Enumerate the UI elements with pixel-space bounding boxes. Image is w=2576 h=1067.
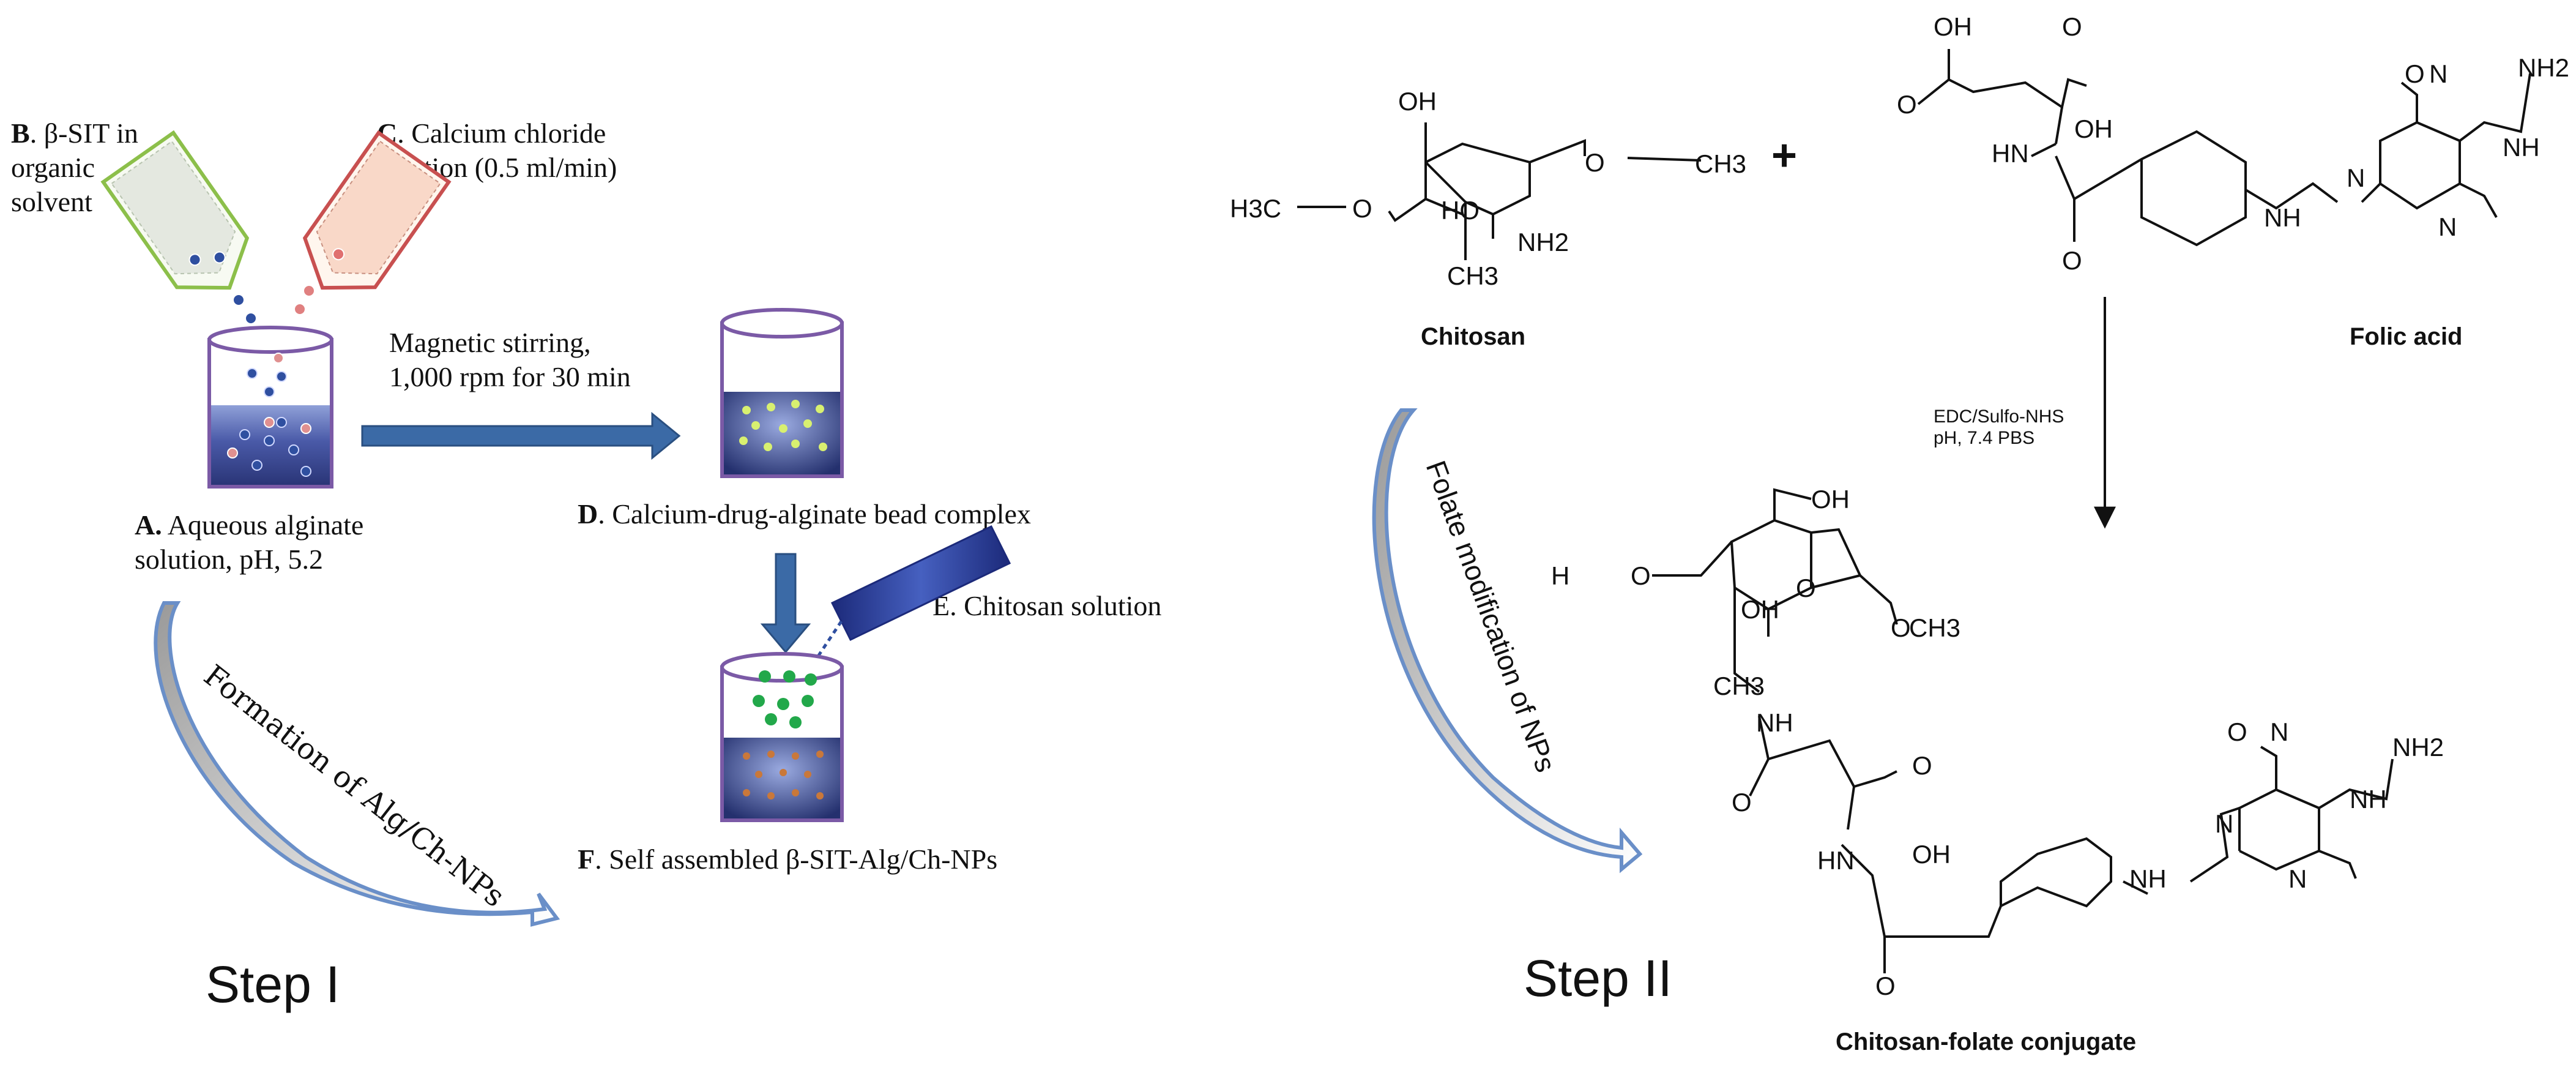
conjugate-atoms: OH H O O O CH3 OH CH3 NH O O OH HN O NH … [1551,485,2444,1000]
svg-text:N: N [2270,717,2288,746]
svg-text:O: O [1796,574,1816,602]
label-f: F. Self assembled β-SIT-Alg/Ch-NPs [578,844,998,875]
test-tube-b [100,130,250,290]
reagent-line1: EDC/Sulfo-NHS [1934,406,2064,427]
svg-text:NH2: NH2 [1517,228,1569,256]
folic-acid-structure [1917,49,2531,247]
svg-text:CH3: CH3 [1713,672,1765,700]
stirring-arrow [361,411,681,460]
svg-text:OH: OH [1398,87,1437,116]
svg-text:O: O [1897,90,1917,119]
svg-text:N: N [2347,163,2365,192]
folic-acid-label: Folic acid [2350,323,2463,350]
svg-text:NH: NH [1756,708,1793,737]
reagent-line2: pH, 7.4 PBS [1934,428,2034,448]
svg-text:O: O [2062,12,2082,41]
conjugate-label: Chitosan-folate conjugate [1836,1028,2136,1055]
label-a: A. Aqueous alginate solution, pH, 5.2 [135,509,364,575]
svg-text:NH: NH [2264,203,2301,232]
beaker-f [720,652,844,822]
beaker-a [207,326,333,489]
label-b: B. β-SIT in organic solvent [11,118,138,217]
down-arrow [760,553,811,654]
folic-atoms: OH O O OH HN O NH N O N NH2 NH N [1897,12,2569,275]
svg-text:H3C: H3C [1230,194,1281,223]
svg-text:N: N [2288,864,2307,893]
svg-text:HN: HN [1992,139,2029,168]
svg-text:N: N [2215,809,2233,838]
svg-text:O: O [2227,717,2247,746]
svg-text:O: O [1631,561,1651,590]
svg-text:OH: OH [1934,12,1972,41]
svg-text:O: O [1891,613,1911,642]
folate-curved-arrow: Folate modification of NPs [1372,408,1643,874]
svg-text:O: O [2062,246,2082,275]
chitosan-label: Chitosan [1421,323,1525,350]
svg-text:O: O [1352,194,1372,223]
svg-text:NH2: NH2 [2518,53,2569,82]
step-one-title: Step I [206,956,340,1013]
svg-text:O: O [1912,751,1932,780]
svg-text:NH2: NH2 [2392,733,2444,762]
svg-text:O: O [1585,148,1605,177]
label-d: D. Calcium-drug-alginate bead complex [578,498,1031,530]
chitosan-atoms: OH O CH3 H3C O HO NH2 CH3 [1230,87,1746,290]
conjugate-structure [1652,488,2394,973]
svg-text:O: O [2405,59,2425,88]
svg-text:N: N [2429,59,2448,88]
svg-text:HN: HN [1817,846,1855,875]
svg-text:CH3: CH3 [1447,261,1498,290]
svg-text:N: N [2438,212,2457,241]
beaker-d [720,308,844,478]
svg-text:OH: OH [1811,485,1850,514]
chitosan-structure [1297,122,1702,260]
plus-sign: + [1771,131,1797,180]
svg-text:NH: NH [2503,133,2540,162]
svg-text:OH: OH [2074,114,2113,143]
label-stirring: Magnetic stirring, 1,000 rpm for 30 min [389,327,631,392]
svg-text:HO: HO [1441,196,1480,225]
svg-text:H: H [1551,561,1569,590]
svg-text:NH: NH [2350,785,2387,814]
svg-text:OH: OH [1741,595,1779,624]
svg-text:O: O [1732,788,1752,817]
label-e: E. Chitosan solution [932,590,1162,621]
svg-text:NH: NH [2129,864,2167,893]
svg-text:OH: OH [1912,840,1951,869]
step-two-title: Step II [1524,949,1672,1007]
svg-text:O: O [1875,972,1896,1000]
test-tube-c [302,130,452,290]
svg-text:CH3: CH3 [1695,149,1746,178]
svg-text:CH3: CH3 [1909,613,1960,642]
